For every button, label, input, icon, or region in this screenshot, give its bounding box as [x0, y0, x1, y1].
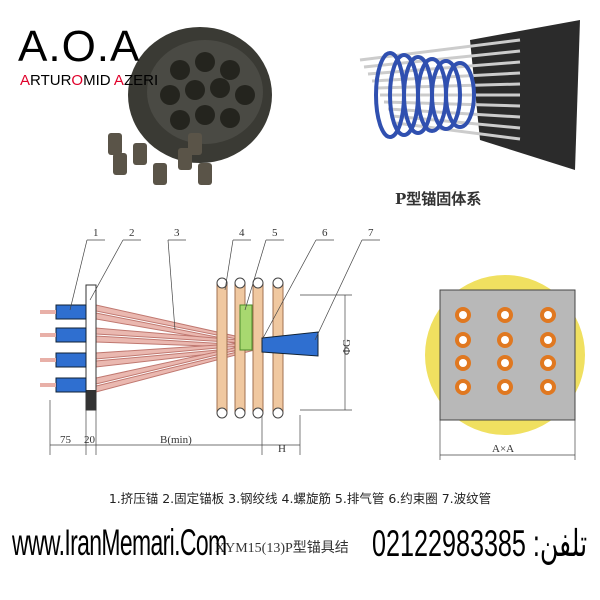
photo-rod	[363, 49, 521, 69]
logo-letter: O	[71, 72, 84, 89]
part-number: 7	[368, 227, 374, 239]
photo-hole	[235, 85, 255, 105]
leader-line	[261, 239, 317, 341]
rebar-end	[252, 407, 264, 419]
extrusion-anchor	[55, 377, 87, 393]
part-number: 4	[239, 227, 245, 239]
logo-subtitle: ARTUROMID AZERI	[20, 72, 158, 89]
corrugated-duct	[261, 331, 319, 357]
rebar-end	[272, 407, 284, 419]
wedge	[133, 143, 147, 165]
photo-title: P型锚固体系	[395, 190, 482, 208]
leader-line	[167, 239, 176, 331]
logo-letter: A	[20, 72, 31, 89]
rebar-end	[234, 407, 246, 419]
end-view	[425, 275, 585, 460]
end-view-hole-center	[544, 359, 552, 367]
photo-hole	[220, 60, 240, 80]
spiral-coil	[430, 59, 462, 131]
diagram-caption: XYM15(13)P型锚具结	[215, 541, 349, 556]
rebar-end	[234, 277, 246, 289]
logo-letter: A	[113, 72, 124, 89]
end-view-hole-center	[501, 359, 509, 367]
dim-75: 75	[60, 434, 72, 446]
part-number: 2	[129, 227, 135, 239]
wedge	[113, 153, 127, 175]
rebar-end	[216, 277, 228, 289]
end-view-hole-center	[544, 336, 552, 344]
dim-h: H	[278, 443, 286, 455]
spiral-coil	[444, 61, 476, 129]
logo-title: A.O.A	[18, 22, 141, 71]
photo-hole	[195, 52, 215, 72]
parts-legend: 1.挤压锚 2.固定锚板 3.钢绞线 4.螺旋筋 5.排气管 6.约束圈 7.波…	[108, 491, 492, 506]
part-number: 6	[322, 227, 328, 239]
dim-20: 20	[84, 434, 96, 446]
end-view-hole-center	[459, 359, 467, 367]
logo-letter: RTUR	[30, 72, 72, 89]
spiral-rebar	[216, 282, 228, 414]
photo-rod	[383, 100, 521, 108]
leader-line	[69, 239, 88, 311]
extrusion-anchor	[55, 352, 87, 368]
watermark-phone: تلفن: 02122983385	[372, 523, 588, 564]
photo-rod	[395, 121, 521, 141]
end-view-hole-center	[459, 311, 467, 319]
rebar-end	[272, 277, 284, 289]
end-view-hole-center	[501, 383, 509, 391]
p-anchor-system-photo	[359, 20, 580, 170]
photo-hole	[185, 80, 205, 100]
vent-pipe	[239, 304, 253, 351]
wedge	[153, 163, 167, 185]
part-number: 3	[174, 227, 180, 239]
anchor-head-photo	[108, 27, 272, 185]
leader-line	[314, 239, 363, 341]
logo-letter: ZERI	[123, 72, 159, 89]
dim-b: B(min)	[160, 434, 192, 446]
dim-a: A×A	[492, 443, 514, 455]
wedge	[198, 163, 212, 185]
end-view-hole-center	[459, 336, 467, 344]
watermark-website: www.IranMemari.Com	[12, 522, 227, 563]
logo-letter: MID	[83, 72, 114, 89]
photo-rod	[387, 107, 521, 119]
photo-hole	[220, 108, 240, 128]
part-number: 5	[272, 227, 278, 239]
photo-hole	[195, 105, 215, 125]
leader-line	[244, 239, 267, 311]
end-view-hole-center	[501, 311, 509, 319]
extrusion-anchor	[55, 327, 87, 343]
end-view-hole-center	[544, 383, 552, 391]
wedge	[188, 133, 202, 155]
end-view-hole-center	[544, 311, 552, 319]
wedge	[108, 133, 122, 155]
end-view-hole-center	[459, 383, 467, 391]
rebar-end	[216, 407, 228, 419]
photo-hole	[170, 60, 190, 80]
photo-hole	[160, 85, 180, 105]
leader-line	[89, 239, 124, 301]
dim-g: ΦG	[341, 339, 353, 355]
part-number: 1	[93, 227, 99, 239]
end-view-hole-center	[501, 336, 509, 344]
photo-hole	[170, 110, 190, 130]
leader-line	[224, 239, 234, 291]
photo-hole	[210, 78, 230, 98]
